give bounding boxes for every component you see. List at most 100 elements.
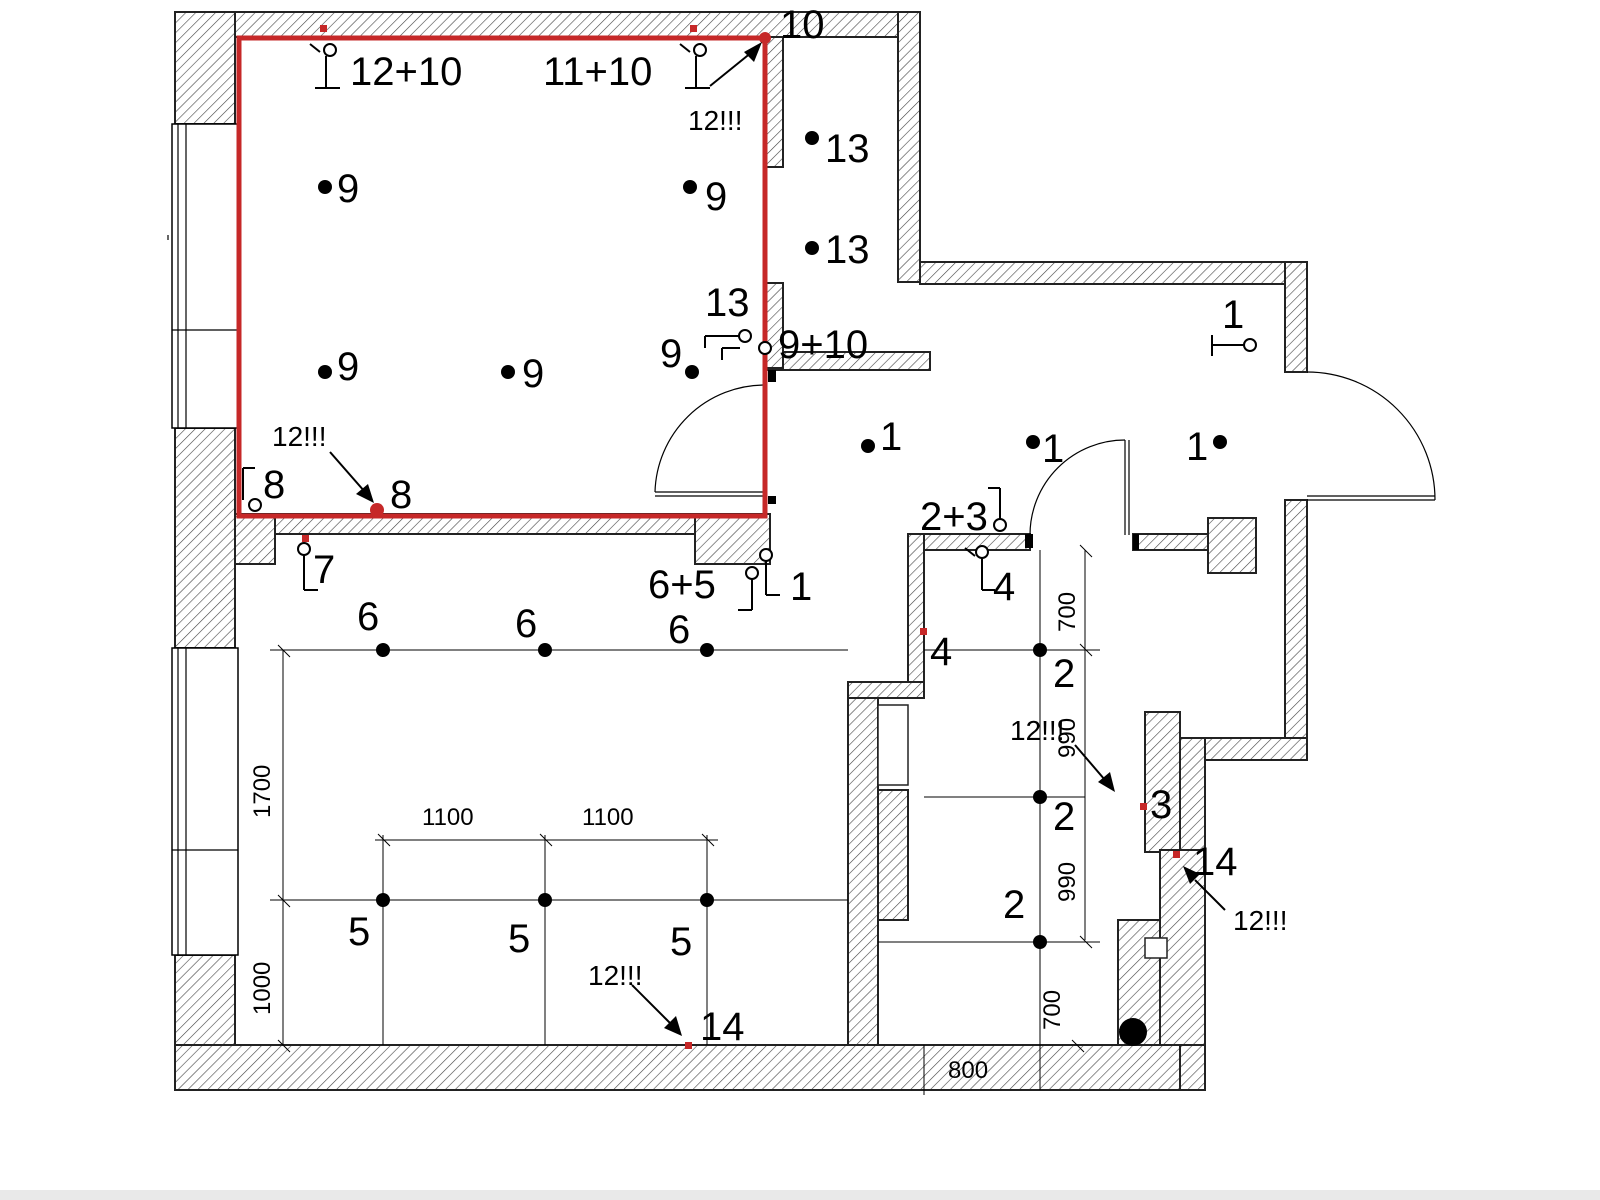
riser-pipe: [1119, 1018, 1147, 1046]
wall-hall-right-lower: [1284, 499, 1308, 761]
switch-icon: [738, 548, 780, 611]
label-3: 3: [1150, 783, 1172, 827]
wall-hall-right-upper: [1284, 261, 1308, 373]
dimension-1700: 1700: [249, 765, 276, 818]
label-4: 4: [993, 565, 1015, 609]
wall-divider-stub-left: [234, 513, 276, 565]
label-1: 1: [880, 415, 902, 459]
wall-right-top-room: [897, 11, 921, 283]
wall-kitchen-bath: [847, 689, 879, 1046]
light-point: [683, 180, 697, 194]
label-7: 7: [313, 548, 335, 592]
light-point: [700, 893, 714, 907]
dimension-lines: [270, 544, 1100, 1095]
point-labels: 12+10 11+10 10 13 13 13 9 9 9 9 9 9+10 8…: [263, 3, 1244, 1049]
light-point: [1026, 435, 1040, 449]
switch-icon: [1211, 335, 1257, 356]
light-point: [1033, 790, 1047, 804]
warning-notes: 12!!! 12!!! 12!!! 12!!! 12!!!: [272, 105, 1287, 991]
label-6: 6: [357, 595, 379, 639]
doors: [654, 370, 1436, 550]
label-12-10: 12+10: [350, 50, 462, 94]
wall-bottom: [174, 1044, 1206, 1091]
label-13: 13: [825, 127, 870, 171]
wall-kitchen-bath-step: [847, 681, 925, 699]
note-12: 12!!!: [272, 421, 326, 452]
label-5: 5: [670, 920, 692, 964]
label-5: 5: [348, 910, 370, 954]
label-9: 9: [522, 352, 544, 396]
light-point: [318, 365, 332, 379]
switch-icon: [679, 43, 710, 89]
wall-hall-inner-top: [1132, 533, 1209, 551]
switch-icon: [704, 329, 772, 360]
light-point: [805, 131, 819, 145]
label-1: 1: [1222, 293, 1244, 337]
dimension-800: 800: [948, 1057, 988, 1084]
label-6: 6: [515, 602, 537, 646]
label-5: 5: [508, 917, 530, 961]
label-13: 13: [825, 228, 870, 272]
label-4: 4: [930, 630, 952, 674]
label-9: 9: [337, 345, 359, 389]
wall-left-mid: [174, 427, 236, 649]
light-point: [376, 893, 390, 907]
light-point: [376, 643, 390, 657]
wall-bath-niche: [877, 789, 909, 921]
label-1: 1: [1042, 427, 1064, 471]
note-arrows: [329, 42, 1226, 1036]
label-14: 14: [700, 1005, 745, 1049]
wall-divider-stub-right: [694, 513, 771, 565]
dimension-1100: 1100: [422, 804, 474, 831]
label-2: 2: [1003, 883, 1025, 927]
bottom-edge-strip: [0, 1190, 1600, 1200]
dimension-labels: 1700 1000 1100 1100 700 990 990 700 800: [249, 592, 1081, 1084]
light-point: [1213, 435, 1227, 449]
label-8: 8: [263, 463, 285, 507]
label-9: 9: [705, 175, 727, 219]
dimension-1100: 1100: [582, 804, 634, 831]
note-12: 12!!!: [688, 105, 742, 136]
light-point: [538, 643, 552, 657]
label-2: 2: [1053, 652, 1075, 696]
red-markers: [302, 25, 1180, 1049]
door-entrance: [1306, 371, 1436, 501]
switch-icon: [242, 467, 262, 512]
label-2-3: 2+3: [920, 495, 988, 539]
light-point: [1033, 935, 1047, 949]
light-point: [538, 893, 552, 907]
dimension-990: 990: [1054, 718, 1081, 758]
label-8: 8: [390, 473, 412, 517]
label-6-5: 6+5: [648, 563, 716, 607]
highlighted-room-outline: [236, 35, 768, 519]
note-12: 12!!!: [1010, 715, 1064, 746]
dimension-700: 700: [1039, 990, 1066, 1030]
label-2: 2: [1053, 795, 1075, 839]
light-point: [805, 241, 819, 255]
switch-icon: [297, 542, 318, 591]
label-1: 1: [790, 565, 812, 609]
light-point: [861, 439, 875, 453]
door-bathroom: [1029, 439, 1126, 536]
light-point: [685, 365, 699, 379]
switch-icon: [964, 545, 995, 591]
wall-alcove-left-pier: [764, 36, 784, 168]
window-upper: [171, 123, 239, 429]
window-lower: [171, 647, 239, 956]
switch-symbols: [242, 43, 1257, 611]
label-6: 6: [668, 608, 690, 652]
light-points: [318, 131, 1227, 1046]
light-point: [1033, 643, 1047, 657]
label-9: 9: [660, 332, 682, 376]
light-point: [700, 643, 714, 657]
note-12: 12!!!: [588, 960, 642, 991]
walls: [174, 11, 1308, 1091]
switch-icon: [309, 43, 340, 89]
label-13: 13: [705, 281, 750, 325]
wall-left-upper: [174, 11, 236, 125]
wall-hall-pier: [1207, 517, 1257, 574]
wall-bath-inner-right: [1144, 711, 1181, 853]
label-1: 1: [1186, 425, 1208, 469]
switch-icon: [988, 487, 1007, 532]
